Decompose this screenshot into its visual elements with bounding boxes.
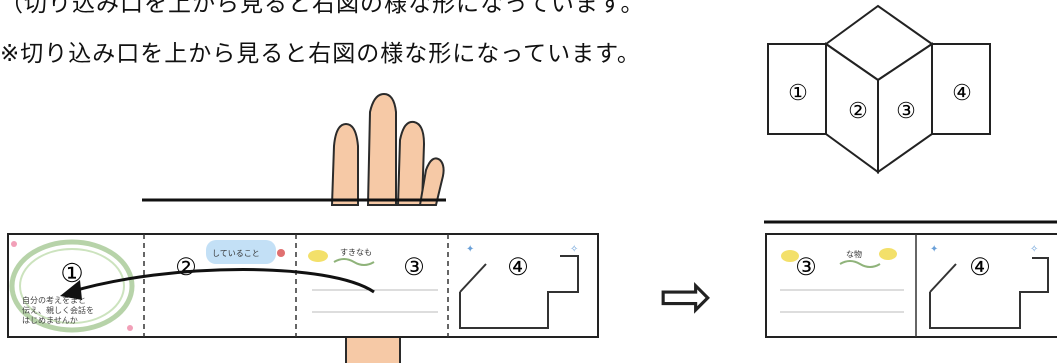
top-view-label-4: ④ [952, 81, 972, 106]
wrist [345, 335, 401, 363]
note-text: ※切り込み口を上から見ると右図の様な形になっています。 [0, 41, 641, 67]
sparkle-icon: ✧ [1030, 244, 1038, 255]
finger-4 [418, 157, 445, 206]
panel-2-blue-banner [206, 240, 276, 264]
panel-3-leaf-deco [839, 260, 881, 268]
left-card: 自分の考えをまと 伝え、親しく会話を はじめませんか していること すきなも ✦… [7, 233, 599, 338]
finger-2 [366, 92, 397, 206]
panel-1-text-line-3: はじめませんか [22, 316, 78, 325]
finger-3 [396, 120, 426, 206]
panel-4-frame-drawing [929, 263, 957, 293]
right-panel-label-3: ③ [795, 253, 817, 281]
panel-3-yellow-blob [308, 250, 328, 262]
partial-header-line: （切り込み口を上から見ると右図の様な形になっています。 [0, 0, 645, 17]
top-view-diagram [767, 4, 991, 174]
wreath-decoration [9, 239, 135, 333]
panel-4-frame-drawing [459, 255, 579, 329]
left-panel-label-3: ③ [403, 253, 425, 281]
sparkle-icon: ✧ [570, 244, 578, 255]
curved-arrow-shaft [69, 268, 375, 294]
panel-3-text: すきなも [340, 248, 372, 257]
left-panel-label-1: ① [60, 259, 83, 289]
right-card-frame [765, 233, 1057, 338]
curved-arrow-head [60, 280, 82, 300]
curved-arrow [60, 268, 375, 300]
flower-dot [127, 325, 133, 331]
top-view-label-2: ② [848, 99, 868, 124]
panel-3-yellow-blob [879, 248, 897, 260]
finger-1 [330, 122, 359, 206]
left-panel-label-4: ④ [507, 253, 529, 281]
top-view-panel-4 [931, 43, 991, 135]
panel-4-frame-drawing [459, 263, 487, 293]
block-arrow-icon: ⇨ [659, 260, 713, 334]
panel-3-leaf-deco [333, 258, 375, 266]
panel-1-text-line-2: 伝え、親しく会話を [22, 305, 94, 315]
wreath-inner [19, 248, 125, 324]
right-panel-label-4: ④ [969, 253, 991, 281]
left-panel-label-2: ② [175, 253, 197, 281]
top-view-label-3: ③ [896, 99, 916, 124]
top-view-label-1: ① [788, 81, 808, 106]
right-card: な物 ✦ ✧ [764, 220, 1057, 338]
right-panel-3-text: な物 [846, 249, 862, 259]
panel-2-text: していること [212, 249, 260, 258]
panel-1-text-line-1: 自分の考えをまと [22, 295, 86, 305]
flower-dot [277, 249, 285, 257]
panel-4-frame-drawing [929, 257, 1049, 329]
sparkle-icon: ✦ [930, 244, 938, 255]
sparkle-icon: ✦ [466, 244, 474, 255]
flower-dot [11, 241, 17, 247]
panel-3-yellow-blob [781, 250, 799, 262]
